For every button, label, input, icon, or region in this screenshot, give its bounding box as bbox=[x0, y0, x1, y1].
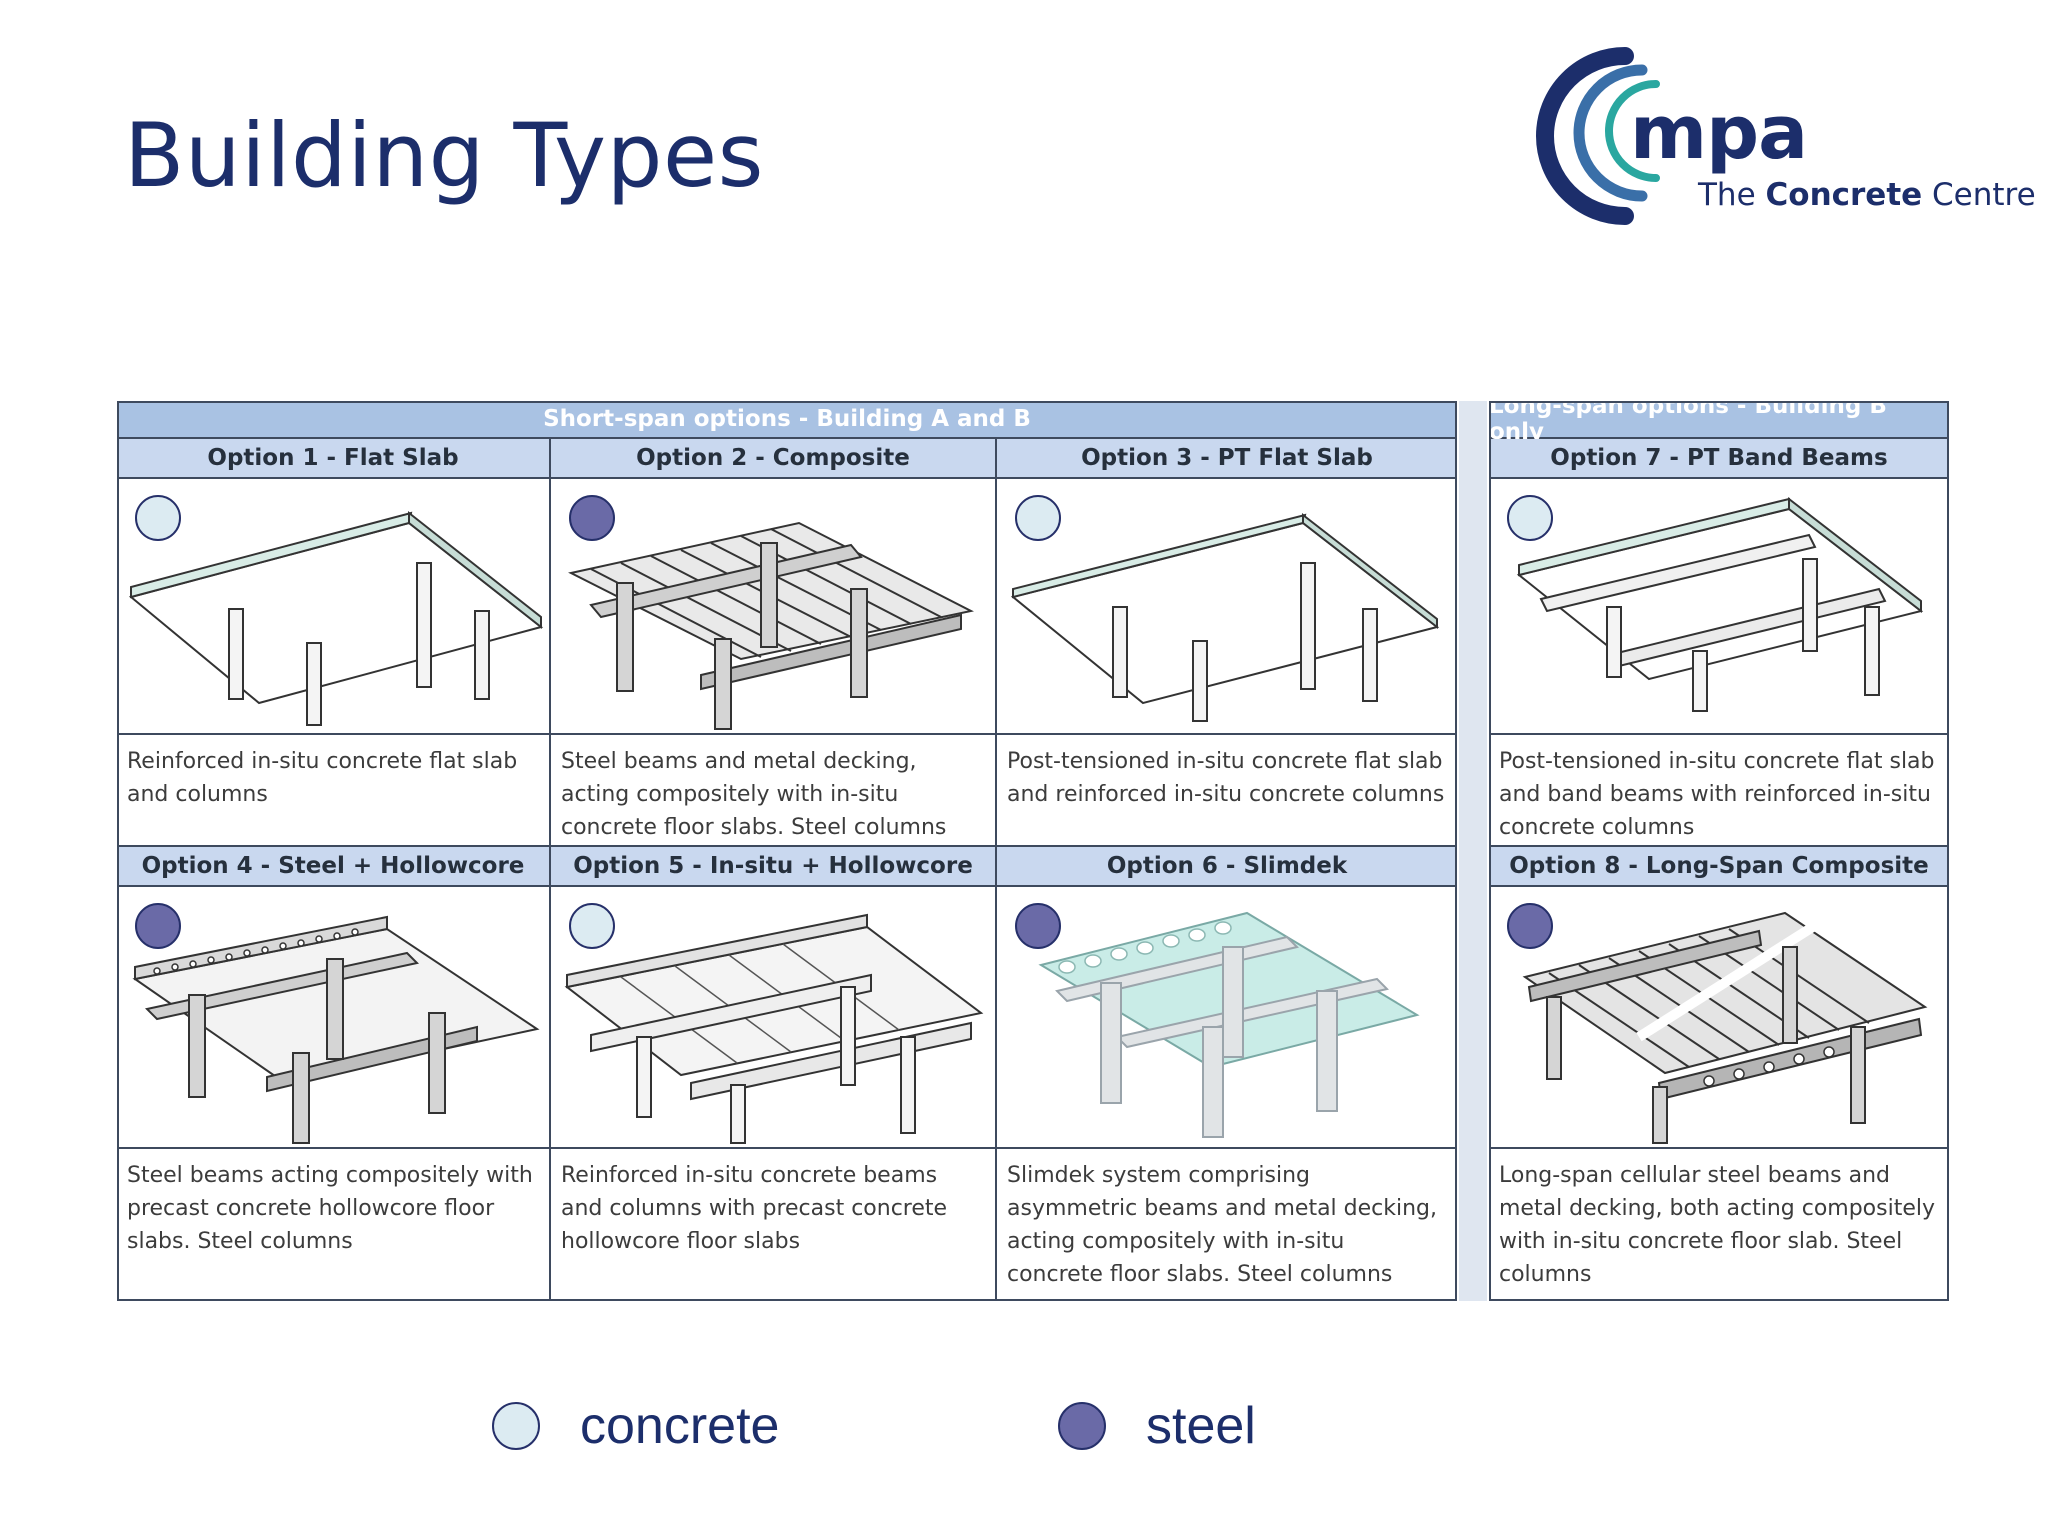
pt-band-beams-diagram-icon bbox=[1516, 496, 1924, 712]
option-4-image bbox=[117, 887, 551, 1149]
option-1-image bbox=[117, 479, 551, 735]
long-span-frame bbox=[1489, 401, 1949, 1301]
steel-marker bbox=[1507, 903, 1553, 949]
option-6-description: Slimdek system comprising asymmetric bea… bbox=[997, 1149, 1457, 1301]
option-7-description: Post-tensioned in-situ concrete flat sla… bbox=[1489, 735, 1949, 847]
legend-steel-label: steel bbox=[1146, 1397, 1256, 1455]
logo-arcs-icon bbox=[1536, 47, 1660, 225]
slimdek-diagram-icon bbox=[1038, 911, 1420, 1138]
option-5-description: Reinforced in-situ concrete beams and co… bbox=[551, 1149, 997, 1301]
steel-marker bbox=[569, 495, 615, 541]
long-span-composite-diagram-icon bbox=[1522, 911, 1928, 1144]
concrete-legend-marker bbox=[492, 1402, 540, 1450]
option-8-description: Long-span cellular steel beams and metal… bbox=[1489, 1149, 1949, 1301]
mpa-concrete-centre-logo: mpa The Concrete Centre bbox=[1530, 46, 2036, 226]
option-1-description: Reinforced in-situ concrete flat slab an… bbox=[117, 735, 551, 847]
concrete-marker bbox=[1015, 495, 1061, 541]
long-span-table: Long-span options - Building B only Opti… bbox=[1489, 393, 1949, 1301]
steel-marker bbox=[1015, 903, 1061, 949]
option-2-header: Option 2 - Composite bbox=[551, 439, 997, 479]
legend-concrete: concrete bbox=[492, 1396, 779, 1456]
option-4-header: Option 4 - Steel + Hollowcore bbox=[117, 847, 551, 887]
option-4-description: Steel beams acting compositely with prec… bbox=[117, 1149, 551, 1301]
legend-concrete-label: concrete bbox=[580, 1397, 780, 1455]
option-7-header: Option 7 - PT Band Beams bbox=[1489, 439, 1949, 479]
steel-legend-marker bbox=[1058, 1402, 1106, 1450]
pt-flat-slab-diagram-icon bbox=[1010, 512, 1440, 722]
option-3-header: Option 3 - PT Flat Slab bbox=[997, 439, 1457, 479]
option-8-header: Option 8 - Long-Span Composite bbox=[1489, 847, 1949, 887]
logo-brand: mpa bbox=[1630, 90, 1808, 176]
option-1-header: Option 1 - Flat Slab bbox=[117, 439, 551, 479]
option-6-header: Option 6 - Slimdek bbox=[997, 847, 1457, 887]
short-span-frame bbox=[117, 401, 1457, 1301]
logo-subtitle: The Concrete Centre bbox=[1698, 177, 2036, 213]
legend-steel: steel bbox=[1058, 1396, 1256, 1456]
concrete-marker bbox=[1507, 495, 1553, 541]
composite-diagram-icon bbox=[568, 521, 974, 730]
option-3-image bbox=[997, 479, 1457, 735]
short-span-table: Short-span options - Building A and B Op… bbox=[117, 401, 1457, 1301]
steel-hollowcore-diagram-icon bbox=[132, 915, 540, 1144]
concrete-marker bbox=[135, 495, 181, 541]
option-6-image bbox=[997, 887, 1457, 1149]
steel-marker bbox=[135, 903, 181, 949]
option-5-header: Option 5 - In-situ + Hollowcore bbox=[551, 847, 997, 887]
slide-title: Building Types bbox=[124, 104, 764, 207]
option-8-image bbox=[1489, 887, 1949, 1149]
insitu-hollowcore-diagram-icon bbox=[564, 913, 984, 1144]
option-2-description: Steel beams and metal decking, acting co… bbox=[551, 735, 997, 847]
option-7-image bbox=[1489, 479, 1949, 735]
concrete-marker bbox=[569, 903, 615, 949]
table-separator bbox=[1459, 401, 1487, 1301]
option-5-image bbox=[551, 887, 997, 1149]
long-span-band: Long-span options - Building B only bbox=[1489, 393, 1949, 445]
short-span-band: Short-span options - Building A and B bbox=[117, 401, 1457, 439]
option-3-description: Post-tensioned in-situ concrete flat sla… bbox=[997, 735, 1457, 847]
option-2-image bbox=[551, 479, 997, 735]
flat-slab-diagram-icon bbox=[128, 510, 544, 726]
